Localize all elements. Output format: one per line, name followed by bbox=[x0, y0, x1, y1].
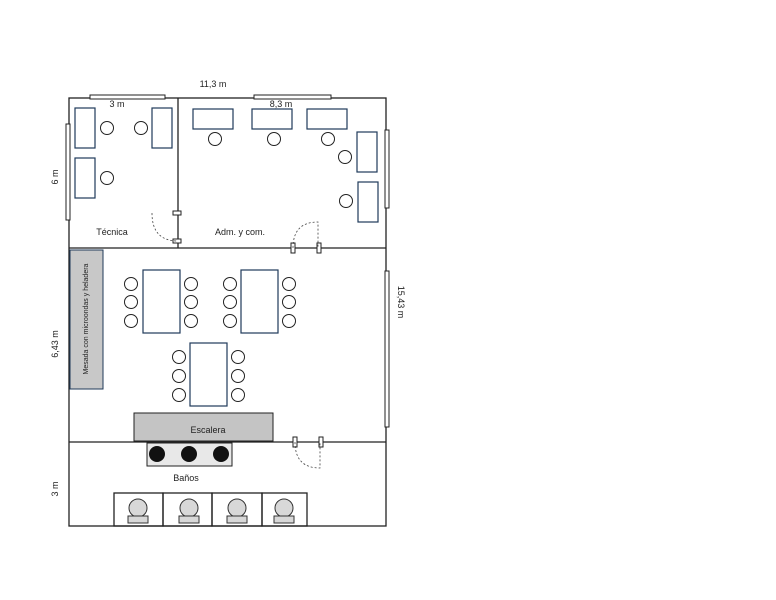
desk bbox=[74, 157, 96, 199]
mesada-counter bbox=[69, 249, 104, 390]
chair bbox=[267, 132, 281, 146]
chair bbox=[124, 295, 138, 309]
meeting-table bbox=[240, 269, 279, 334]
chair bbox=[172, 369, 186, 383]
chair bbox=[124, 314, 138, 328]
mesada-label: Mesada con microondas y heladera bbox=[83, 263, 90, 374]
chair bbox=[231, 388, 245, 402]
door-swing-adm[interactable] bbox=[292, 221, 319, 249]
toilet-tank-icon bbox=[127, 515, 149, 524]
window-left bbox=[65, 123, 71, 221]
chair bbox=[282, 314, 296, 328]
door-swing-banos[interactable] bbox=[294, 441, 321, 469]
dimension-right-total: 15,43 m bbox=[396, 286, 406, 319]
chair bbox=[231, 369, 245, 383]
room-label-tecnica: Técnica bbox=[96, 227, 128, 237]
meeting-table bbox=[189, 342, 228, 407]
toilet-icon bbox=[274, 498, 294, 518]
toilet-tank-icon bbox=[273, 515, 295, 524]
dimension-total-width: 11,3 m bbox=[200, 79, 227, 89]
chair bbox=[172, 388, 186, 402]
desk bbox=[192, 108, 234, 130]
door-jamb bbox=[318, 436, 324, 448]
desk bbox=[74, 107, 96, 149]
window-right-lower bbox=[384, 270, 390, 428]
dimension-left-top: 6 m bbox=[50, 169, 60, 184]
door-jamb bbox=[316, 242, 322, 254]
chair bbox=[184, 295, 198, 309]
dimension-top-right: 8,3 m bbox=[270, 99, 293, 109]
sink-basin bbox=[149, 446, 165, 462]
chair bbox=[100, 171, 114, 185]
toilet-tank-icon bbox=[226, 515, 248, 524]
desk bbox=[357, 181, 379, 223]
chair bbox=[223, 277, 237, 291]
toilet-icon bbox=[227, 498, 247, 518]
room-label-adm: Adm. y com. bbox=[215, 227, 265, 237]
window-right-upper bbox=[384, 129, 390, 209]
chair bbox=[208, 132, 222, 146]
desk bbox=[356, 131, 378, 173]
door-swing-tecnica[interactable] bbox=[151, 212, 179, 242]
staircase-label: Escalera bbox=[190, 425, 225, 435]
staircase bbox=[133, 412, 274, 442]
chair bbox=[184, 314, 198, 328]
chair bbox=[134, 121, 148, 135]
chair bbox=[321, 132, 335, 146]
sink-basin bbox=[213, 446, 229, 462]
meeting-table bbox=[142, 269, 181, 334]
chair bbox=[184, 277, 198, 291]
sink-basin bbox=[181, 446, 197, 462]
desk bbox=[251, 108, 293, 130]
dimension-top-left: 3 m bbox=[109, 99, 124, 109]
toilet-icon bbox=[179, 498, 199, 518]
window-top-right bbox=[253, 94, 332, 100]
chair bbox=[124, 277, 138, 291]
toilet-icon bbox=[128, 498, 148, 518]
desk bbox=[306, 108, 348, 130]
dimension-left-bottom: 3 m bbox=[50, 481, 60, 496]
door-jamb bbox=[172, 238, 182, 244]
chair bbox=[338, 150, 352, 164]
toilet-stall bbox=[261, 492, 308, 527]
chair bbox=[339, 194, 353, 208]
room-label-banos: Baños bbox=[173, 473, 199, 483]
desk bbox=[151, 107, 173, 149]
chair bbox=[223, 295, 237, 309]
door-jamb bbox=[172, 210, 182, 216]
chair bbox=[100, 121, 114, 135]
chair bbox=[172, 350, 186, 364]
toilet-tank-icon bbox=[178, 515, 200, 524]
chair bbox=[223, 314, 237, 328]
window-top-left bbox=[89, 94, 166, 100]
chair bbox=[282, 277, 296, 291]
dimension-left-middle: 6,43 m bbox=[50, 330, 60, 358]
chair bbox=[282, 295, 296, 309]
chair bbox=[231, 350, 245, 364]
